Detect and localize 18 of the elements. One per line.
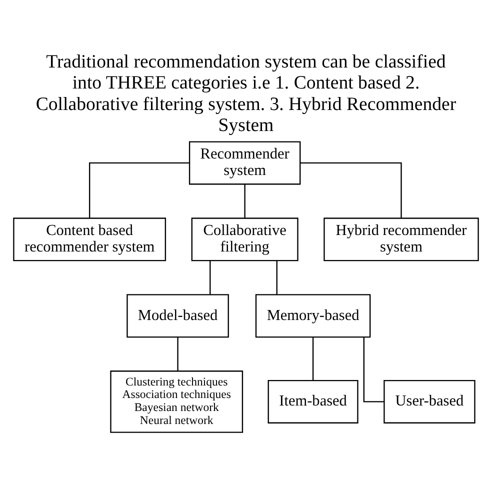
node-box: Recommender system [188,141,300,185]
connector [362,337,384,402]
connector [276,260,277,295]
node-box: Content based recommender system [12,218,166,262]
connector [88,162,189,218]
node-box: Model-based [126,294,228,338]
node-box: Clustering techniques Association techniques Bayesian network Neural network [110,370,243,433]
connector [244,184,245,218]
node-box: User-based [383,380,475,424]
connector [312,337,314,380]
node-box: Memory-based [254,294,370,338]
node-box: Item-based [267,380,358,424]
diagram-title: Traditional recommendation system can be classified into THREE categories i.e 1. Content based 2. Collaborative filtering system. 3. Hybrid Recommender System [35,51,456,136]
connector [209,260,210,295]
node-box: Collaborative filtering [190,218,298,262]
node-box: Hybrid recommender system [323,218,478,262]
connector [176,337,178,371]
connector [300,162,402,218]
